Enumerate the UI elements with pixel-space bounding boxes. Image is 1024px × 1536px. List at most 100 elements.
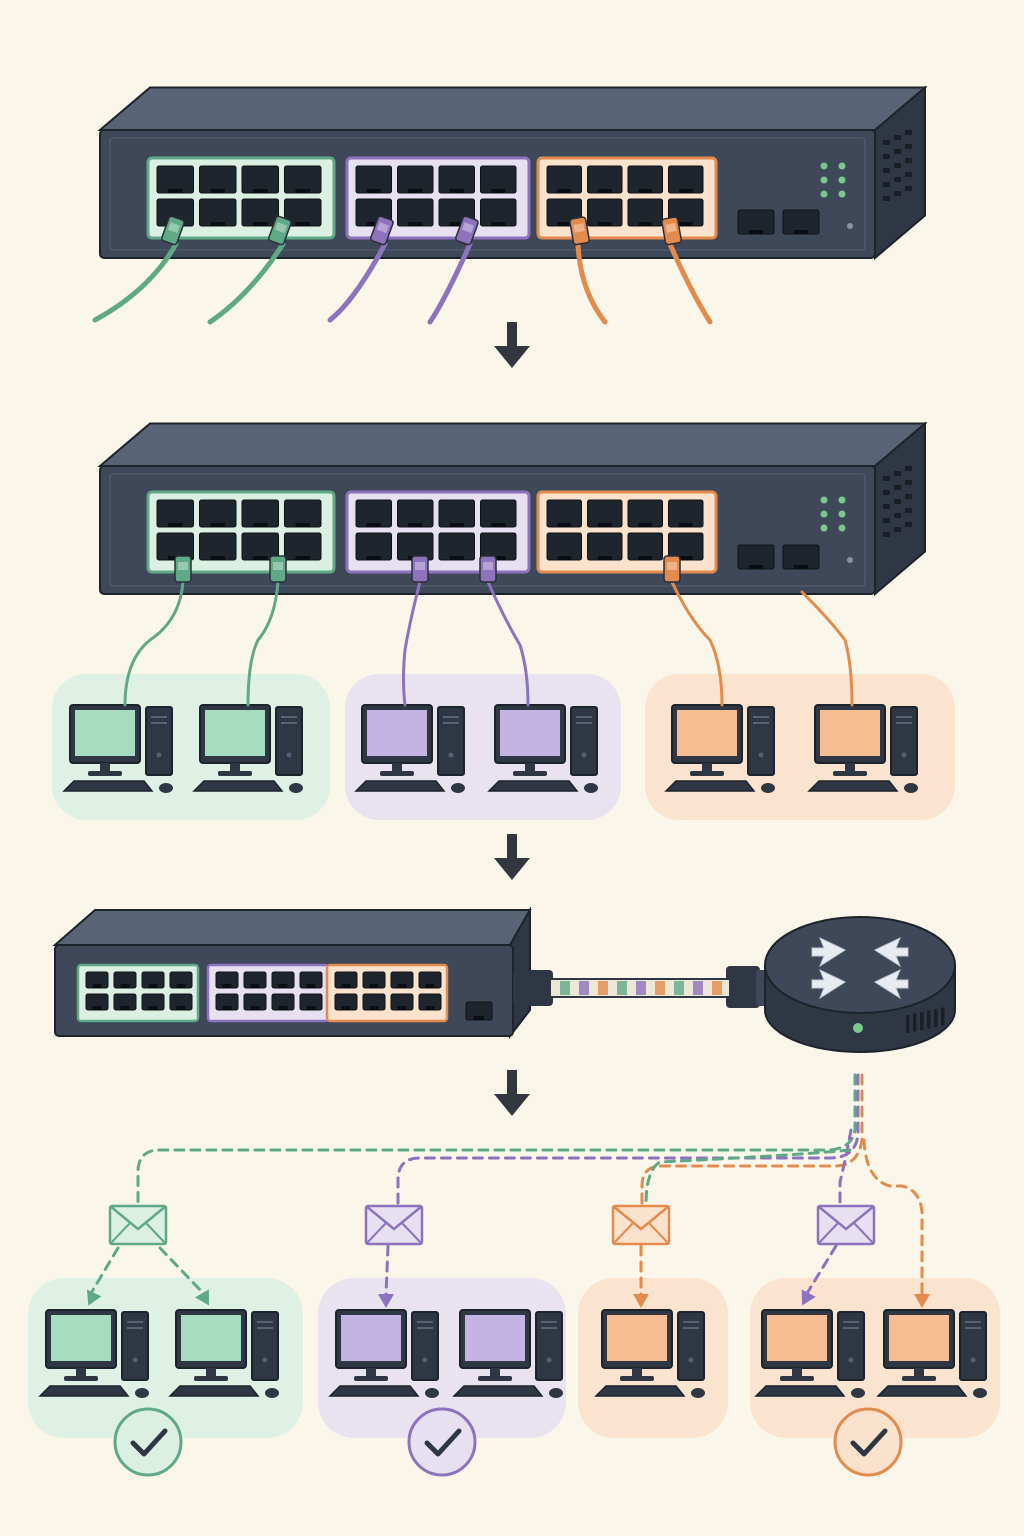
arrow-down-icon xyxy=(494,1070,530,1116)
port-group-orange xyxy=(536,156,718,240)
ethernet-cable-icon xyxy=(268,215,292,246)
tagged-link xyxy=(640,1073,864,1207)
ethernet-port xyxy=(438,532,475,561)
switch-icon xyxy=(97,421,928,597)
port-group-purple xyxy=(345,156,531,240)
ethernet-cable xyxy=(402,580,422,707)
port-group-purple xyxy=(206,963,330,1023)
status-led xyxy=(838,524,846,532)
ethernet-port xyxy=(587,499,623,528)
ethernet-port xyxy=(587,532,623,561)
ethernet-cable xyxy=(207,241,286,325)
trunk-to-router-stage xyxy=(52,906,956,1053)
ethernet-port xyxy=(546,165,582,194)
check-icon xyxy=(833,1407,903,1477)
ethernet-cable xyxy=(427,241,473,325)
port-group-orange xyxy=(536,490,718,574)
ethernet-port xyxy=(438,165,475,194)
computer-icon xyxy=(754,1309,865,1398)
ethernet-cable-icon xyxy=(455,215,479,246)
tagged-link xyxy=(644,1148,852,1207)
tagged-link xyxy=(804,1244,838,1297)
ethernet-cable xyxy=(800,590,854,707)
computer-icon xyxy=(354,704,465,793)
computer-icon xyxy=(807,704,918,793)
ethernet-cable xyxy=(667,241,713,325)
status-led xyxy=(838,510,846,518)
port-group-purple xyxy=(345,490,531,574)
check-icon xyxy=(113,1407,183,1477)
switch-to-computers-stage xyxy=(52,421,955,820)
port-group-orange xyxy=(325,963,449,1023)
computer-icon xyxy=(452,1309,563,1398)
ethernet-port xyxy=(156,499,194,528)
tagged-link xyxy=(88,1246,120,1297)
tagged-link xyxy=(396,1073,860,1207)
ethernet-port xyxy=(284,165,322,194)
ethernet-port xyxy=(587,198,623,227)
ethernet-cable-icon xyxy=(161,215,185,246)
ethernet-port xyxy=(241,165,279,194)
trunk-cable xyxy=(513,966,778,1008)
ethernet-port xyxy=(668,165,704,194)
ethernet-port xyxy=(397,165,434,194)
ethernet-port xyxy=(480,198,517,227)
router-icon xyxy=(764,916,956,1053)
switch-icon xyxy=(97,85,928,261)
status-led xyxy=(820,190,828,198)
status-led xyxy=(853,1023,863,1033)
status-led xyxy=(820,162,828,170)
computer-icon xyxy=(328,1309,439,1398)
status-led xyxy=(820,524,828,532)
arrow-down-icon xyxy=(494,834,530,880)
computer-icon xyxy=(62,704,173,793)
ethernet-cable-icon xyxy=(663,555,681,583)
tagged-link xyxy=(838,1128,853,1207)
computer-icon xyxy=(38,1309,149,1398)
ethernet-port xyxy=(199,165,237,194)
tagged-link xyxy=(862,1138,924,1302)
envelope-icon xyxy=(108,1204,168,1246)
switch-icon xyxy=(52,906,532,1039)
ethernet-port xyxy=(627,165,663,194)
ethernet-cable-icon xyxy=(569,216,590,246)
ethernet-port xyxy=(668,499,704,528)
status-led xyxy=(838,496,846,504)
ethernet-port xyxy=(546,532,582,561)
ethernet-port xyxy=(284,532,322,561)
ethernet-port xyxy=(397,499,434,528)
ethernet-port xyxy=(587,165,623,194)
ethernet-cable-icon xyxy=(661,216,682,246)
ethernet-port xyxy=(241,198,279,227)
status-led xyxy=(820,176,828,184)
ethernet-cable-icon xyxy=(370,215,394,246)
ethernet-port xyxy=(156,165,194,194)
ethernet-port xyxy=(199,532,237,561)
arrow-down-icon xyxy=(494,322,530,368)
status-led xyxy=(838,176,846,184)
computer-icon xyxy=(664,704,775,793)
ethernet-cable-icon xyxy=(269,555,287,583)
ethernet-port xyxy=(355,499,392,528)
port-group-green xyxy=(146,156,336,240)
computer-icon xyxy=(168,1309,279,1398)
switch-with-cables-stage xyxy=(92,85,928,325)
ethernet-port xyxy=(355,532,392,561)
ethernet-port xyxy=(199,499,237,528)
ethernet-cable xyxy=(575,241,608,325)
ethernet-port xyxy=(397,198,434,227)
status-led xyxy=(820,496,828,504)
ethernet-cable-icon xyxy=(411,555,429,583)
ethernet-port xyxy=(438,499,475,528)
ethernet-cable-icon xyxy=(174,555,192,583)
tagged-link xyxy=(384,1244,390,1297)
ethernet-port xyxy=(480,165,517,194)
ethernet-port xyxy=(199,198,237,227)
ethernet-port xyxy=(546,499,582,528)
ethernet-port xyxy=(627,198,663,227)
ethernet-port xyxy=(627,532,663,561)
ethernet-cable xyxy=(123,580,185,707)
port-group-green xyxy=(146,490,336,574)
envelope-icon xyxy=(816,1204,876,1246)
status-led xyxy=(838,190,846,198)
